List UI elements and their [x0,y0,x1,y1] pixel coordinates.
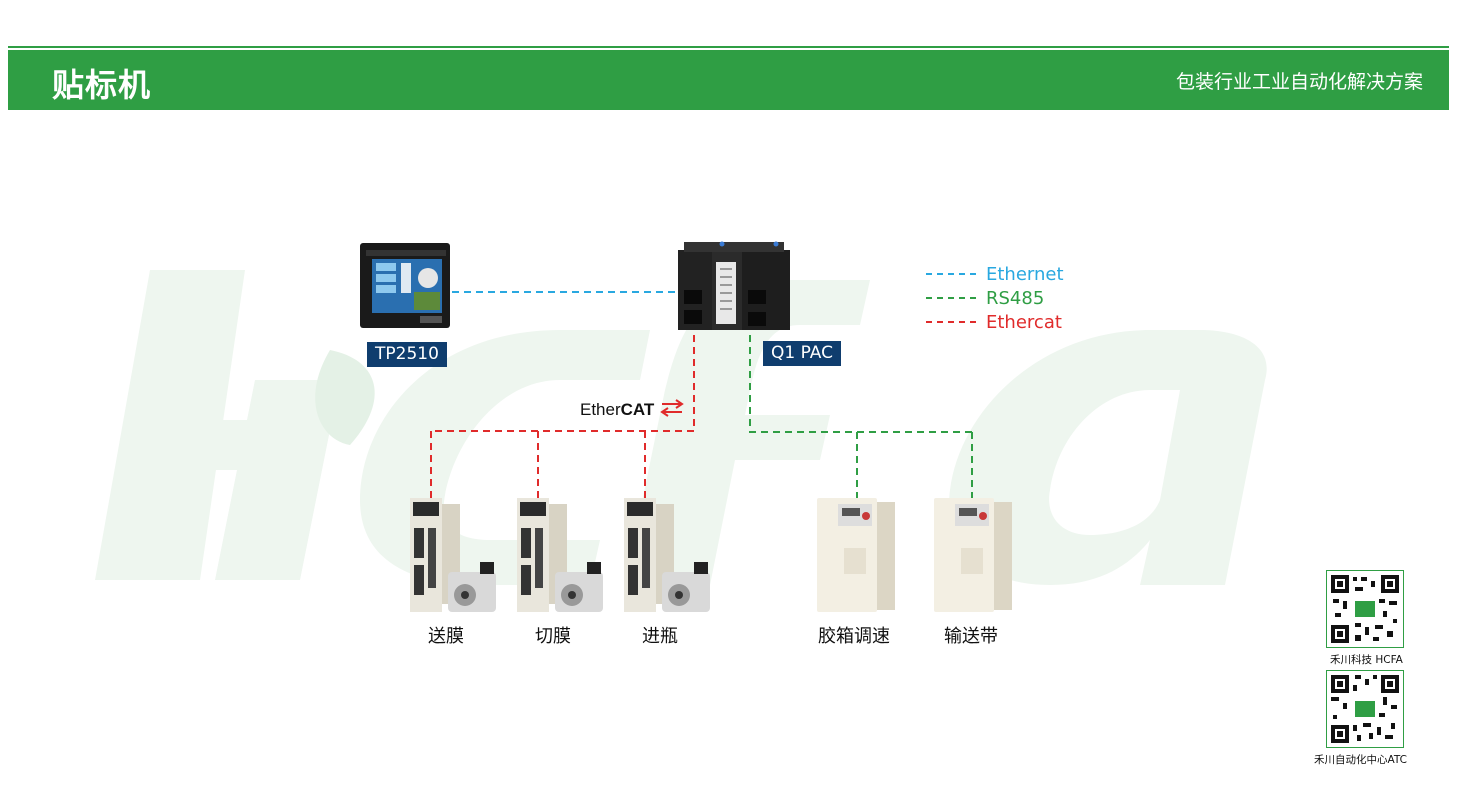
legend-dash-rs485 [926,297,976,299]
hmi-tag: TP2510 [367,342,447,367]
legend-label-rs485: RS485 [986,287,1045,309]
legend-dash-ethernet [926,273,976,275]
servo-unit-1 [410,498,496,612]
legend-dash-ethercat [926,321,976,323]
inverter-unit-2 [934,498,1012,612]
servo-label-feed-bottle: 进瓶 [642,626,678,647]
legend-item-rs485: RS485 [926,286,1064,310]
inverter-unit-1 [817,498,895,612]
qr-caption-atc: 禾川自动化中心ATC [1314,754,1407,766]
pac-tag: Q1 PAC [763,341,841,366]
legend-label-ethercat: Ethercat [986,311,1062,333]
legend-item-ethernet: Ethernet [926,262,1064,286]
hmi-device [360,243,450,328]
header-bar: 贴标机 包装行业工业自动化解决方案 [8,50,1449,110]
ethercat-logo: EtherCAT [580,400,654,420]
inverter-label-glue-speed: 胶箱调速 [818,626,890,647]
inverter-label-conveyor: 输送带 [944,626,998,647]
servo-label-cut-film: 切膜 [535,626,571,647]
legend-label-ethernet: Ethernet [986,263,1064,285]
pac-device [678,241,790,330]
qr-pattern-icon [1331,675,1399,743]
ethercat-arrows [660,399,684,417]
rs485-trunk [749,335,972,433]
page-title: 贴标机 [52,66,152,104]
servo-label-feed-film: 送膜 [428,626,464,647]
page-subtitle: 包装行业工业自动化解决方案 [1175,71,1423,93]
header-top-line [8,46,1449,48]
ethercat-logo-light: Ether [580,400,621,419]
servo-unit-3 [624,498,710,612]
servo-unit-2 [517,498,603,612]
legend: Ethernet RS485 Ethercat [926,262,1064,334]
ethercat-trunk [430,335,695,432]
qr-pattern-icon [1331,575,1399,643]
qr-caption-hcfa: 禾川科技 HCFA [1330,654,1403,666]
ethercat-logo-bold: CAT [620,400,655,419]
legend-item-ethercat: Ethercat [926,310,1064,334]
qr-code-atc[interactable] [1326,670,1404,748]
qr-code-hcfa[interactable] [1326,570,1404,648]
